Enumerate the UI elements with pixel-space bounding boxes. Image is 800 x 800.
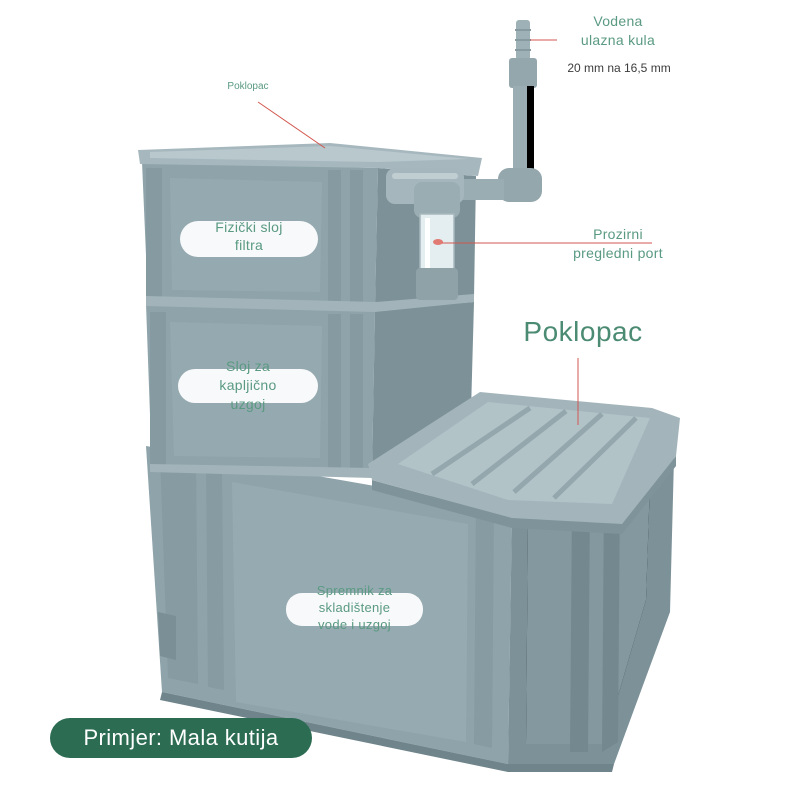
tray-lid [368,392,680,534]
elbow-fitting [386,168,464,218]
lid-ridge [552,416,638,500]
annotation-lines [257,39,652,425]
drip-box-right-rib-2 [350,314,363,468]
storage-tank-label: Spremnik za skladištenje vode i uzgoj [286,582,423,633]
inlet-tower-line-2: ulazna kula [580,32,656,48]
drip-layer-label: Sloj za kapljično uzgoj [178,357,318,414]
storage-box-left-rib-2 [206,464,224,690]
storage-box-side-rib-2 [602,490,620,752]
elbow-highlight [392,173,458,179]
drip-layer-line-2: kapljično [219,377,277,393]
filter-label-pill [180,221,318,257]
storage-box-side-rib [570,500,590,752]
viewing-port-label: Prozirni pregledni port [548,225,688,263]
storage-tank-box [146,446,674,772]
drip-label-pill [178,369,318,403]
filter-box-rim-highlight [150,146,468,162]
filter-layer-line-2: filtra [234,237,264,253]
lid-ridge [512,412,604,494]
storage-box-right-rib [474,506,494,748]
pipe-elbow [498,168,542,202]
storage-tank-line-1: Spremnik za [316,583,393,598]
storage-label-pill [286,593,423,626]
horizontal-pipe [460,179,504,200]
inlet-tower-line-1: Vodena [593,13,643,29]
elbow-down [414,182,460,218]
filter-box-left-rib [146,168,162,300]
viewing-port-line-1: Prozirni [593,226,643,242]
storage-tank-line-3: vode i uzgoj [318,617,391,632]
lid-ridge [470,409,568,486]
filter-box-right-rib [328,170,341,302]
drip-layer-line-1: Sloj za [225,358,271,374]
filter-layer-label: Fizički sloj filtra [180,218,318,254]
storage-tank-line-2: skladištenje [318,600,391,615]
lid-small-label: Poklopac [227,81,269,92]
clear-viewing-port [416,213,458,300]
tube-reflection [425,218,430,270]
lid-large-label: Poklopac [523,316,643,347]
filter-box-right-rib-2 [350,170,363,302]
inlet-tower-pipe [460,20,542,202]
drip-layer-line-3: uzgoj [230,396,266,412]
annotation-line-lid-small [257,101,326,149]
viewing-port-line-2: pregledni port [573,245,663,261]
example-badge: Primjer: Mala kutija [50,718,312,758]
inlet-tower-label: Vodena ulazna kula [558,12,678,50]
storage-box-base [160,692,614,772]
storage-box-foot-left [158,612,176,660]
drip-box-right-rib [328,314,341,468]
float-indicator [433,239,443,245]
port-cap [416,268,458,300]
filter-layer-line-1: Fizički sloj [215,219,283,235]
pipe-coupling [509,58,537,88]
inlet-size-label: 20 mm na 16,5 mm [567,61,671,75]
vertical-pipe-shade [527,86,534,182]
lid-ridge [430,405,532,477]
drip-box-left-rib [150,312,166,466]
filter-box-bottom-lip [146,294,474,312]
